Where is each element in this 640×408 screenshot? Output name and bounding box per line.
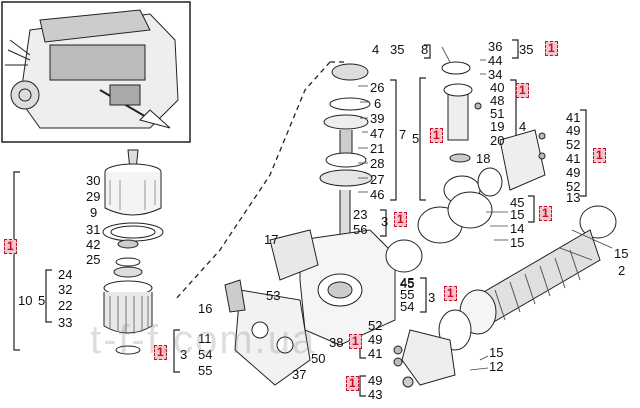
part-label: 45 [400, 275, 415, 290]
part-label: 52 [566, 137, 581, 152]
callout-tag: 1 [545, 41, 558, 56]
part-label: 45 [510, 195, 525, 210]
part-label: 52 [566, 179, 581, 194]
right-parts-illustration [385, 61, 617, 388]
part-label: 2 [618, 263, 626, 278]
part-label: 15 [614, 246, 629, 261]
part-label: 7 [399, 127, 407, 142]
part-label: 23 [353, 207, 368, 222]
part-label: 14 [510, 221, 525, 236]
part-label: 5 [38, 293, 46, 308]
part-label: 12 [489, 359, 504, 374]
part-label: 3 [428, 290, 436, 305]
part-label: 47 [370, 126, 385, 141]
part-label: 39 [370, 111, 385, 126]
part-label: 16 [198, 301, 213, 316]
part-label: 44 [488, 53, 503, 68]
part-label: 18 [476, 151, 491, 166]
part-label: 53 [266, 288, 281, 303]
part-label: 49 [566, 123, 581, 138]
part-label: 21 [370, 141, 385, 156]
part-label: 26 [370, 80, 385, 95]
part-label: 40 [490, 80, 505, 95]
part-label: 15 [510, 235, 525, 250]
part-label: 45 [400, 276, 415, 291]
engine-inset-illustration [5, 9, 179, 129]
part-label: 5 [412, 131, 420, 146]
part-label: 43 [368, 387, 383, 402]
part-label: 25 [86, 252, 101, 267]
part-label: 28 [370, 156, 385, 171]
part-label: 41 [368, 346, 383, 361]
part-label: 42 [86, 237, 101, 252]
part-label: 9 [90, 205, 98, 220]
part-label: 11 [198, 331, 212, 346]
part-label: 6 [374, 96, 382, 111]
callout-tag: 1 [444, 286, 457, 301]
part-label: 33 [58, 315, 73, 330]
callout-tag: 1 [430, 128, 443, 143]
part-label: 20 [490, 133, 505, 148]
part-label: 49 [368, 332, 383, 347]
callout-tag: 1 [593, 148, 606, 163]
part-label: 31 [86, 222, 101, 237]
part-label: 15 [489, 345, 504, 360]
watermark: t-f-f.com.ua [90, 318, 317, 362]
callout-tag: 1 [4, 239, 17, 254]
callout-tag: 1 [346, 376, 359, 391]
part-label: 4 [519, 119, 527, 134]
part-label: 3 [180, 347, 188, 362]
part-label: 17 [264, 232, 279, 247]
part-label: 46 [370, 187, 385, 202]
part-label: 3 [381, 214, 389, 229]
part-label: 55 [198, 363, 213, 378]
part-label: 15 [510, 207, 525, 222]
callout-tag: 1 [516, 83, 529, 98]
part-label: 38 [329, 335, 344, 350]
part-label: 22 [58, 298, 73, 313]
part-label: 54 [400, 299, 415, 314]
callout-tag: 1 [394, 212, 407, 227]
callout-tag: 1 [539, 206, 552, 221]
part-label: 41 [566, 151, 581, 166]
part-label: 8 [421, 42, 429, 57]
part-label: 54 [198, 347, 213, 362]
part-label: 48 [490, 93, 505, 108]
part-label: 24 [58, 267, 73, 282]
pump-body-illustration [224, 63, 396, 386]
part-label: 34 [488, 67, 503, 82]
part-label: 52 [368, 318, 383, 333]
part-label: 19 [490, 119, 505, 134]
part-label: 32 [58, 282, 73, 297]
part-label: 56 [353, 222, 368, 237]
part-label: 49 [368, 373, 383, 388]
part-label: 4 [372, 42, 380, 57]
part-label: 27 [370, 172, 385, 187]
part-label: 51 [490, 106, 505, 121]
part-label: 36 [488, 39, 503, 54]
part-label: 49 [566, 165, 581, 180]
part-label: 13 [566, 190, 581, 205]
callout-tag: 1 [154, 345, 167, 360]
part-label: 35 [390, 42, 405, 57]
part-label: 30 [86, 173, 101, 188]
part-label: 37 [292, 367, 307, 382]
fuel-filter-illustration [102, 149, 164, 355]
part-label: 41 [566, 110, 581, 125]
part-label: 50 [311, 351, 326, 366]
part-label: 55 [400, 287, 415, 302]
part-label: 29 [86, 189, 101, 204]
part-label: 10 [18, 293, 33, 308]
part-label: 35 [519, 42, 534, 57]
callout-tag: 1 [349, 334, 362, 349]
